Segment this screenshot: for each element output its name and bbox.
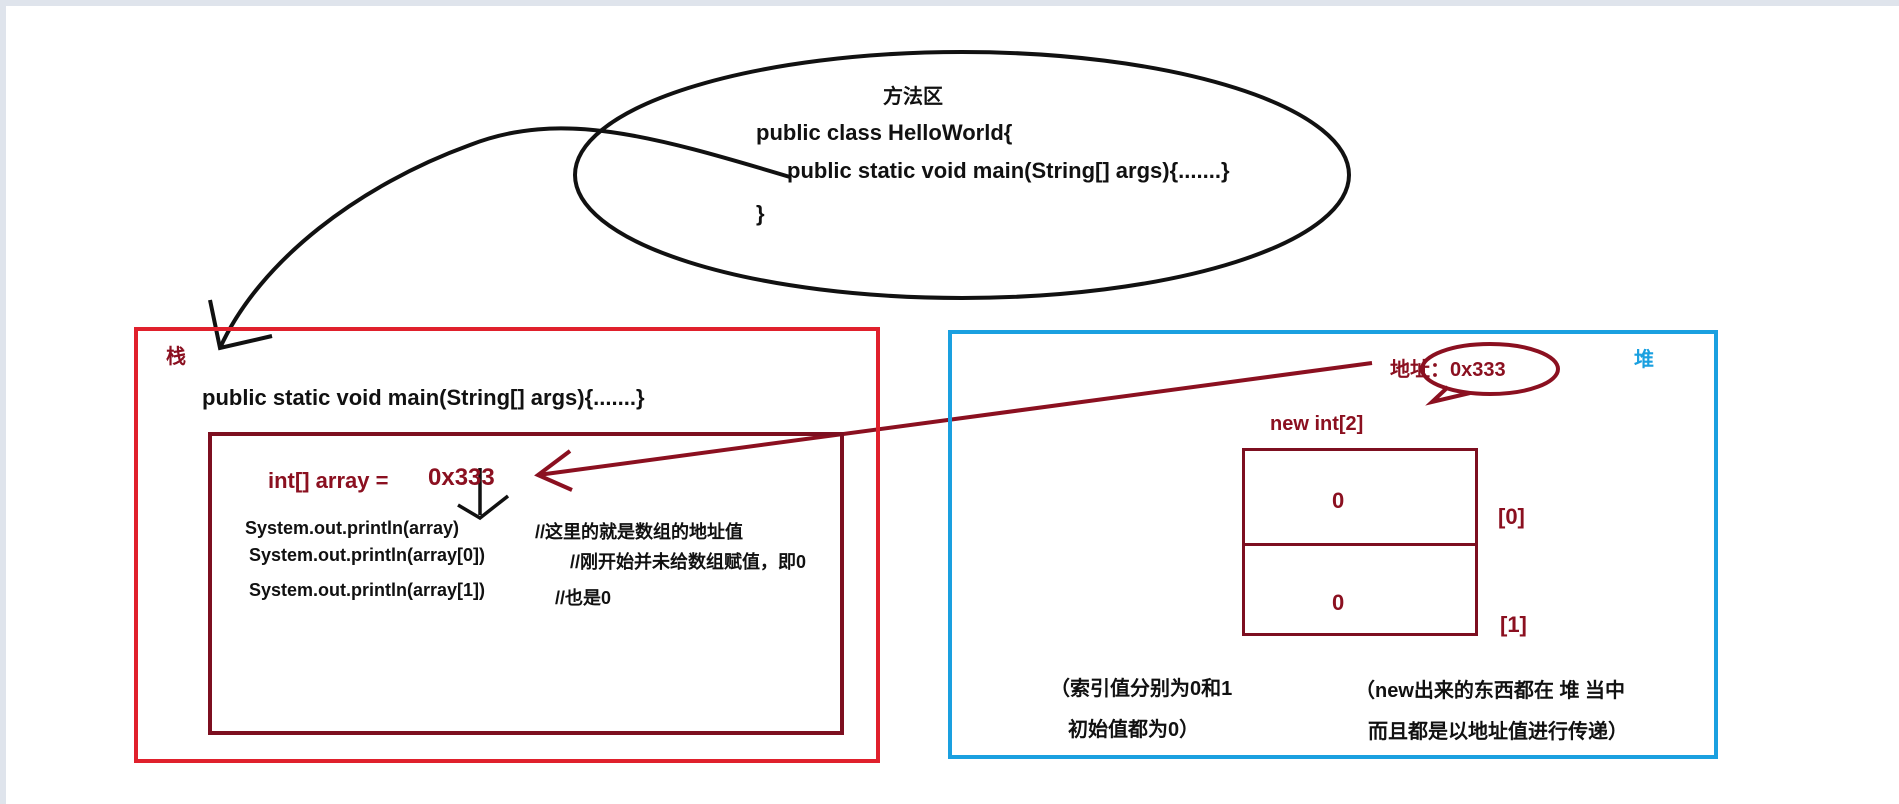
code-comment-3: //也是0 — [555, 588, 612, 608]
method-area-class-line: public class HelloWorld{ — [756, 120, 1013, 145]
method-area-ellipse — [573, 50, 1351, 300]
array-cell-1 — [1242, 543, 1478, 636]
array-reference-value: 0x333 — [428, 464, 495, 491]
array-index-0: [0] — [1498, 504, 1525, 529]
heap-label: 堆 — [1634, 349, 1654, 371]
index-note-line-1: （索引值分别为0和1 — [1050, 678, 1233, 700]
address-reference-arrowhead — [534, 449, 573, 492]
code-comment-1: //这里的就是数组的地址值 — [535, 522, 744, 542]
array-cell-0-value: 0 — [1332, 488, 1345, 513]
stack-label: 栈 — [166, 346, 186, 368]
method-to-stack-arrowhead — [208, 299, 273, 351]
value-down-arrow — [457, 468, 510, 521]
window-frame-top — [0, 0, 1899, 6]
heap-note-line-2: 而且都是以地址值进行传递） — [1368, 721, 1628, 743]
code-line-2: System.out.println(array[0]) — [249, 545, 486, 565]
method-area-main-line: public static void main(String[] args){.… — [787, 158, 1230, 183]
array-declaration-label: int[] array = — [268, 468, 389, 493]
main-stack-frame — [208, 432, 844, 735]
heap-note-line-1: （new出来的东西都在 堆 当中 — [1355, 680, 1626, 702]
method-area-closing-brace: } — [756, 201, 765, 226]
stack-method-signature: public static void main(String[] args){.… — [202, 385, 645, 410]
address-bubble-tail — [1425, 385, 1471, 406]
code-comment-2: //刚开始并未给数组赋值，即0 — [570, 552, 807, 572]
method-to-stack-arrow — [218, 126, 791, 349]
code-line-1: System.out.println(array) — [245, 518, 460, 538]
new-array-expression: new int[2] — [1270, 413, 1364, 435]
stack-region — [134, 327, 880, 763]
address-bubble-text: 地址：0x333 — [1390, 359, 1506, 381]
array-cell-1-value: 0 — [1332, 590, 1345, 615]
window-frame-left — [0, 0, 6, 804]
address-bubble — [1420, 342, 1560, 396]
address-reference-arrow — [537, 361, 1373, 477]
heap-region — [948, 330, 1718, 759]
array-cell-0 — [1242, 448, 1478, 546]
code-line-3: System.out.println(array[1]) — [249, 580, 486, 600]
method-area-title: 方法区 — [883, 86, 943, 108]
array-index-1: [1] — [1500, 612, 1527, 637]
index-note-line-2: 初始值都为0） — [1068, 719, 1200, 741]
